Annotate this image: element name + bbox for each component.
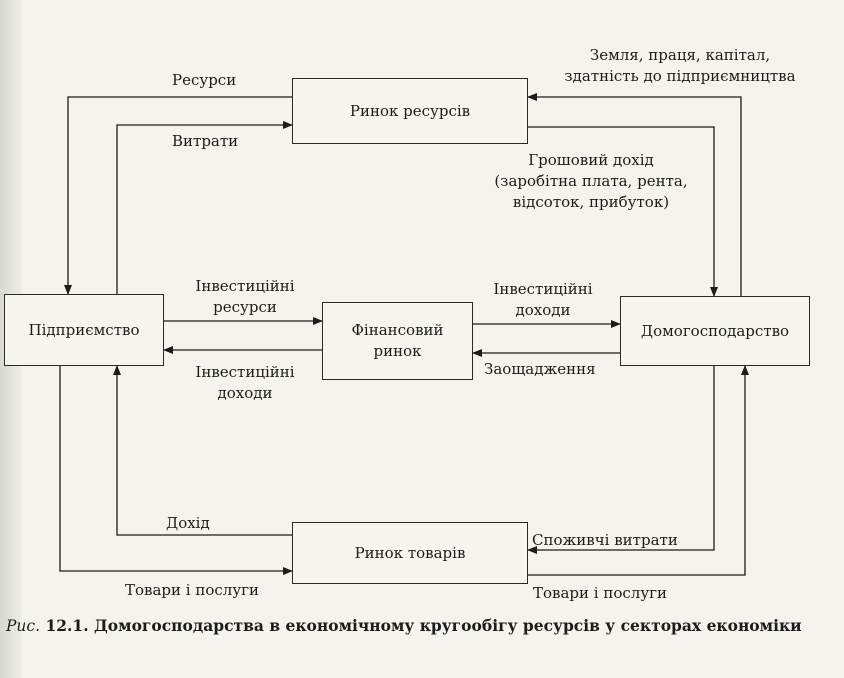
label-factors: Земля, праця, капітал, здатність до підп…: [532, 45, 828, 87]
arrow-factors: [527, 93, 742, 296]
label-factors-line-2: здатність до підприємництва: [564, 67, 796, 85]
node-financial-market-label-2: ринок: [373, 342, 422, 360]
node-household: Домогосподарство: [620, 296, 810, 366]
label-consumer-spending: Споживчі витрати: [532, 531, 678, 549]
label-invest-income-right: Інвестиційні доходи: [493, 280, 593, 319]
node-enterprise-label: Підприємство: [28, 320, 140, 339]
label-money-income: Грошовий дохід (заробітна плата, рента, …: [478, 150, 704, 213]
arrow-resources: [64, 96, 292, 295]
arrow-goods-right: [528, 365, 749, 576]
label-goods-services-left: Товари і послуги: [125, 581, 259, 599]
node-resource-market-label: Ринок ресурсів: [349, 101, 471, 120]
arrow-costs: [116, 121, 293, 294]
label-invest-income-left: Інвестиційні доходи: [195, 363, 295, 402]
label-resources: Ресурси: [172, 71, 237, 89]
figure-caption-text: 12.1. Домогосподарства в економічному кр…: [45, 616, 802, 635]
label-goods-services-right: Товари і послуги: [533, 584, 667, 602]
figure-label: Рис.: [6, 617, 41, 635]
figure-caption: Рис. 12.1. Домогосподарства в економічно…: [6, 614, 826, 638]
node-goods-market-label: Ринок товарів: [354, 543, 466, 562]
node-enterprise: Підприємство: [4, 294, 164, 366]
label-revenue: Дохід: [166, 514, 210, 532]
node-household-label: Домогосподарство: [640, 321, 790, 340]
arrow-money-income: [528, 126, 718, 297]
label-money-income-line-1: Грошовий дохід: [528, 151, 654, 169]
label-factors-line-1: Земля, праця, капітал,: [589, 46, 771, 64]
label-costs: Витрати: [172, 132, 239, 150]
label-savings: Заощадження: [484, 360, 596, 378]
node-resource-market: Ринок ресурсів: [292, 78, 528, 144]
node-financial-market-label-1: Фінансовий: [351, 321, 444, 339]
label-invest-resources: Інвестиційні ресурси: [195, 277, 295, 316]
arrow-revenue: [113, 365, 292, 536]
label-money-income-line-2: (заробітна плата, рента,: [494, 172, 688, 190]
label-money-income-line-3: відсоток, прибуток): [512, 193, 670, 211]
arrow-goods-left: [59, 366, 293, 575]
node-goods-market: Ринок товарів: [292, 522, 528, 584]
node-financial-market: Фінансовий ринок: [322, 302, 473, 380]
arrow-consumer-spending: [527, 366, 715, 554]
